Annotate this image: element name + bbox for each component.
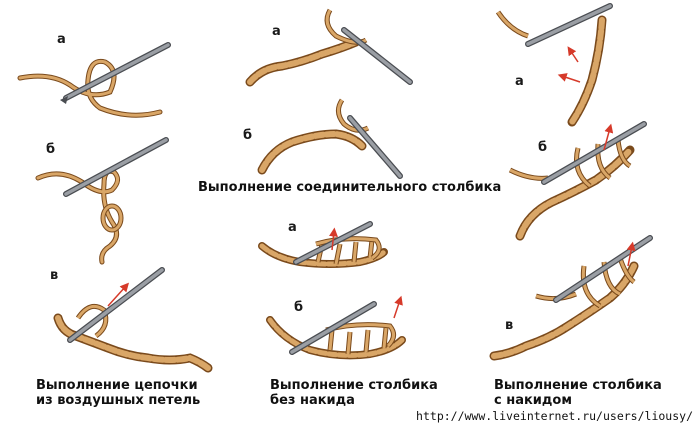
label-sc-a: а bbox=[288, 220, 297, 235]
slip-step-a bbox=[245, 8, 413, 87]
label-dc-v: в bbox=[505, 318, 514, 333]
chain-step-v bbox=[53, 267, 213, 373]
label-chain-a: а bbox=[57, 32, 66, 47]
label-sc-b: б bbox=[294, 300, 304, 315]
label-chain-v: в bbox=[50, 268, 59, 283]
watermark-url: http://www.liveinternet.ru/users/liousy/ bbox=[416, 409, 693, 423]
slip-step-b bbox=[257, 98, 403, 179]
dc-step-a bbox=[495, 3, 613, 127]
label-dc-a: а bbox=[515, 74, 524, 89]
label-dc-b: б bbox=[538, 140, 548, 155]
label-chain-b: б bbox=[46, 142, 56, 157]
sc-step-b bbox=[266, 295, 406, 360]
chain-step-a bbox=[17, 42, 171, 118]
label-slip-a: а bbox=[272, 24, 281, 39]
chain-step-b bbox=[35, 137, 169, 265]
label-slip-b: б bbox=[243, 128, 253, 143]
dc-step-b bbox=[508, 121, 647, 241]
sc-step-a bbox=[258, 221, 388, 268]
caption-slip-stitch: Выполнение соединительного столбика bbox=[198, 180, 502, 195]
dc-step-v bbox=[489, 235, 653, 361]
